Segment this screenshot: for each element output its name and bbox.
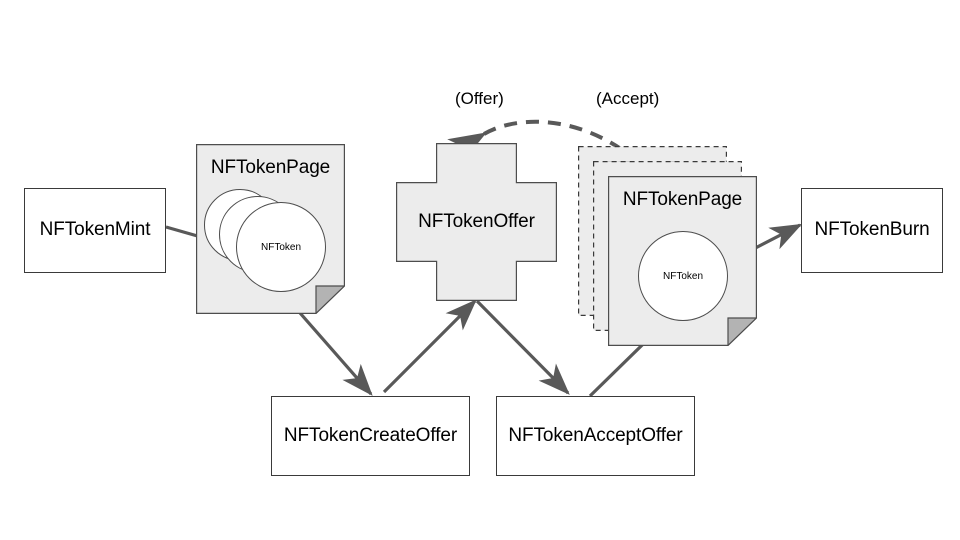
page-right-front-title: NFTokenPage — [622, 189, 743, 210]
node-nftokenacceptoffer-label: NFTokenAcceptOffer — [508, 424, 683, 446]
node-nftokenburn-label: NFTokenBurn — [814, 219, 930, 241]
node-nftokenmint[interactable]: NFTokenMint — [24, 188, 166, 273]
edge-create-offer-to-offer — [382, 299, 477, 394]
token-circle-front-right[interactable]: NFToken — [638, 231, 728, 321]
node-nftokenmint-label: NFTokenMint — [39, 219, 151, 241]
node-nftokencreateoffer-label: NFTokenCreateOffer — [283, 424, 458, 446]
token-circle-front-right-label: NFToken — [662, 270, 703, 282]
cross-shape — [396, 143, 557, 301]
node-nftokencreateoffer[interactable]: NFTokenCreateOffer — [271, 396, 470, 476]
node-nftokenoffer-label: NFTokenOffer — [418, 211, 535, 232]
node-nftokenpage-right-front[interactable]: NFTokenPage NFToken — [608, 176, 757, 346]
node-nftokenoffer[interactable]: NFTokenOffer — [396, 143, 557, 301]
node-nftokenpage-left[interactable]: NFTokenPage NFToken — [196, 144, 345, 314]
token-circle-front-left[interactable]: NFToken — [236, 202, 326, 292]
edge-label-accept-text: (Accept) — [596, 89, 660, 108]
edge-label-accept: (Accept) — [596, 89, 659, 109]
node-nftokenburn[interactable]: NFTokenBurn — [801, 188, 943, 273]
edge-label-offer-text: (Offer) — [455, 89, 504, 108]
edge-offer-to-accept-offer — [475, 299, 570, 395]
node-nftokenacceptoffer[interactable]: NFTokenAcceptOffer — [496, 396, 695, 476]
page-left-title: NFTokenPage — [210, 157, 331, 178]
token-circle-front-left-label: NFToken — [260, 241, 301, 253]
edge-label-offer: (Offer) — [455, 89, 504, 109]
